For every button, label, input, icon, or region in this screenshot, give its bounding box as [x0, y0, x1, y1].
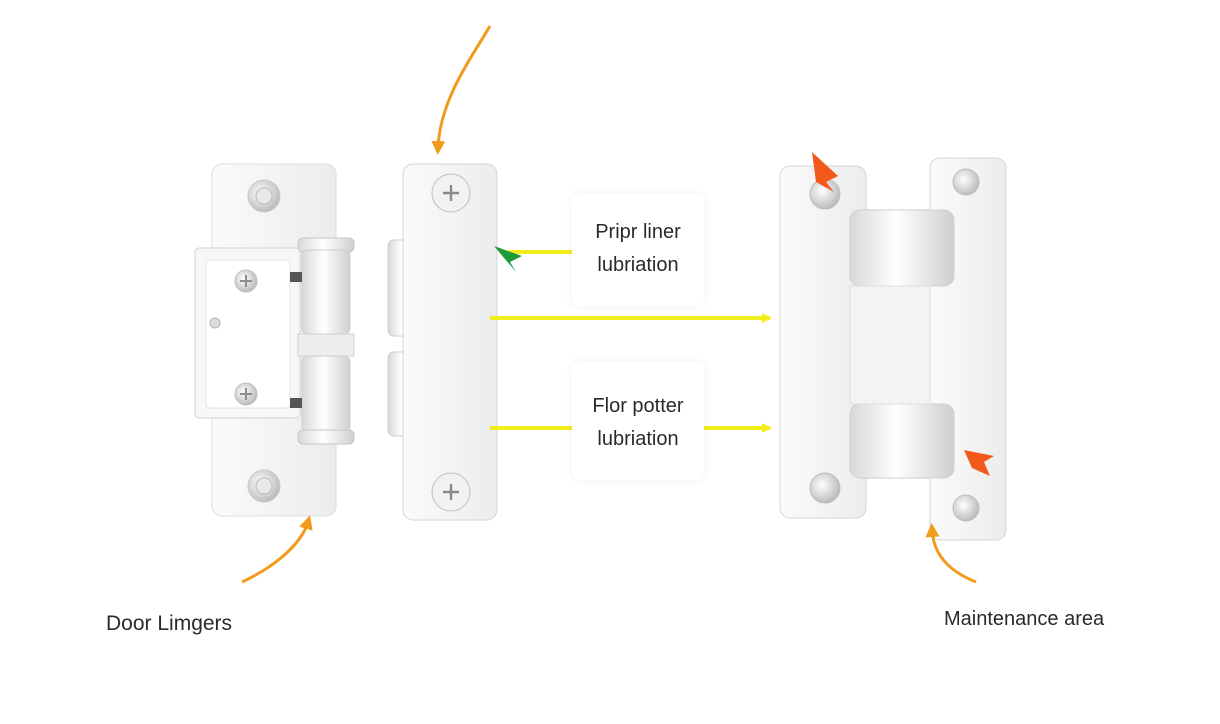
screw-hole-icon — [952, 494, 980, 522]
right-caption: Maintenance area — [944, 608, 1105, 630]
callout-top: Pripr liner lubriation — [572, 194, 704, 306]
left-hinge-knuckle — [301, 249, 351, 335]
orange-curve-arrow — [925, 523, 977, 584]
callout-bottom-line2: lubriation — [597, 428, 679, 450]
screw-hole-icon — [952, 168, 980, 196]
right-hinge — [779, 157, 1007, 541]
orange-curve-arrow — [431, 25, 492, 155]
red-marker-icon — [812, 152, 838, 192]
callout-bottom: Flor potter lubriation — [572, 362, 704, 480]
callout-top-line2: lubriation — [597, 254, 679, 276]
right-hinge-knuckle — [849, 209, 955, 287]
left-caption: Door Limgers — [106, 612, 233, 635]
green-marker-icon — [494, 246, 522, 272]
red-marker-icon — [964, 450, 994, 476]
middle-hinge-leaf — [387, 163, 498, 521]
callout-bottom-line1: Flor potter — [592, 395, 684, 417]
screw-hole-icon — [809, 472, 841, 504]
left-hinge — [194, 163, 355, 517]
callout-top-line1: Pripr liner — [595, 221, 681, 243]
orange-curve-arrow — [241, 515, 313, 584]
